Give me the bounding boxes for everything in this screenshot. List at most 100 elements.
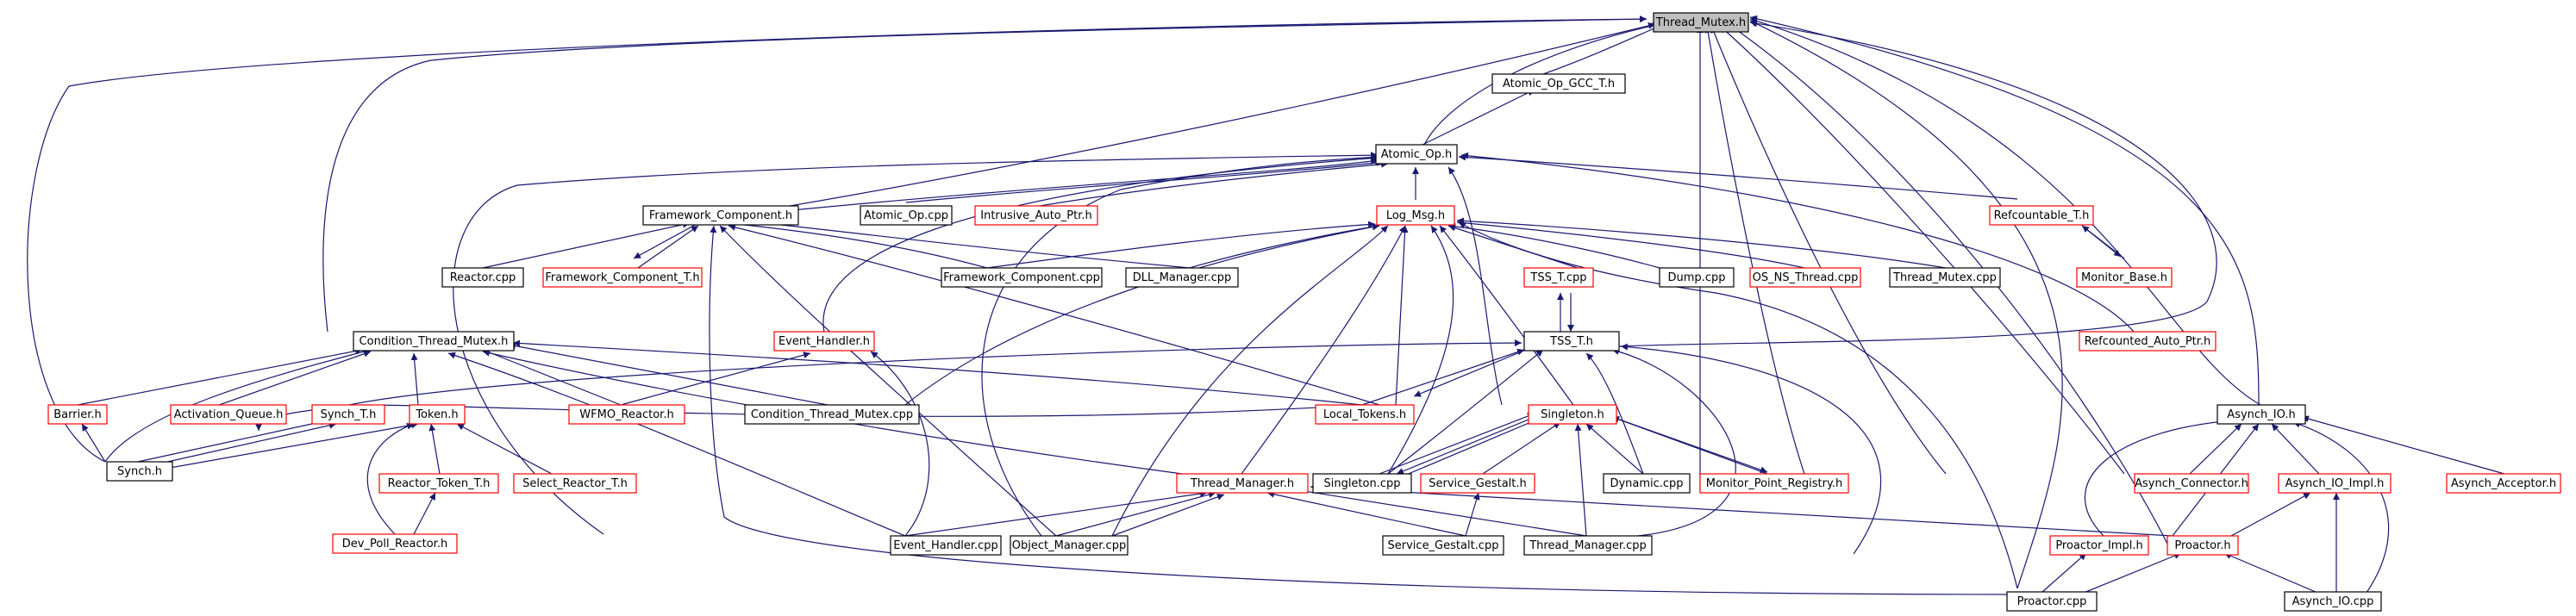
node-label: Reactor_Token_T.h	[388, 477, 491, 490]
node-dynamic-cpp[interactable]: Dynamic.cpp	[1603, 473, 1691, 494]
node-synch-t-h[interactable]: Synch_T.h	[311, 404, 385, 425]
node-framework-component-h[interactable]: Framework_Component.h	[642, 205, 799, 226]
node-label: Dynamic.cpp	[1610, 477, 1683, 490]
node-label: Event_Handler.cpp	[893, 539, 998, 552]
node-label: TSS_T.cpp	[1529, 271, 1586, 284]
node-label: Atomic_Op_GCC_T.h	[1503, 78, 1615, 90]
node-proactor-cpp[interactable]: Proactor.cpp	[2006, 591, 2098, 612]
node-label: Thread_Mutex.cpp	[1892, 271, 1997, 284]
node-label: Singleton.cpp	[1323, 477, 1400, 490]
node-asynch-connector-h[interactable]: Asynch_Connector.h	[2134, 473, 2249, 494]
node-log-msg-h[interactable]: Log_Msg.h	[1376, 205, 1455, 226]
node-label: Monitor_Point_Registry.h	[1706, 477, 1842, 490]
node-label: OS_NS_Thread.cpp	[1753, 271, 1859, 284]
node-thread-mutex-h[interactable]: Thread_Mutex.h	[1653, 12, 1749, 33]
node-asynch-io-h[interactable]: Asynch_IO.h	[2216, 404, 2306, 425]
node-select-reactor-t-h[interactable]: Select_Reactor_T.h	[513, 473, 637, 494]
node-label: Framework_Component.h	[649, 209, 792, 222]
node-label: Thread_Manager.h	[1190, 477, 1294, 490]
node-label: Atomic_Op.h	[1381, 148, 1453, 161]
node-label: Refcounted_Auto_Ptr.h	[2085, 335, 2211, 348]
node-label: Atomic_Op.cpp	[864, 209, 948, 222]
node-tss-t-h[interactable]: TSS_T.h	[1523, 331, 1620, 352]
node-label: Thread_Manager.cpp	[1529, 539, 1647, 552]
node-os-ns-thread-cpp[interactable]: OS_NS_Thread.cpp	[1749, 267, 1861, 288]
node-label: Token.h	[415, 408, 458, 421]
node-label: Framework_Component_T.h	[545, 271, 699, 284]
node-synch-h[interactable]: Synch.h	[106, 461, 173, 482]
node-label: Intrusive_Auto_Ptr.h	[980, 209, 1091, 222]
node-atomic-op-cpp[interactable]: Atomic_Op.cpp	[860, 205, 953, 226]
node-framework-component-t-h[interactable]: Framework_Component_T.h	[542, 267, 703, 288]
node-label: Singleton.h	[1541, 408, 1604, 421]
node-framework-component-cpp[interactable]: Framework_Component.cpp	[941, 267, 1103, 288]
node-label: Proactor_Impl.h	[2055, 539, 2142, 552]
node-label: Activation_Queue.h	[174, 408, 284, 421]
node-label: Local_Tokens.h	[1323, 408, 1406, 421]
node-monitor-point-registry-h[interactable]: Monitor_Point_Registry.h	[1699, 473, 1849, 494]
node-singleton-cpp[interactable]: Singleton.cpp	[1312, 473, 1412, 494]
node-singleton-h[interactable]: Singleton.h	[1528, 404, 1617, 425]
node-label: Reactor.cpp	[450, 271, 516, 284]
node-label: Service_Gestalt.cpp	[1388, 539, 1499, 552]
node-label: DLL_Manager.cpp	[1133, 271, 1232, 284]
node-label: Dump.cpp	[1668, 271, 1726, 284]
node-intrusive-auto-ptr-h[interactable]: Intrusive_Auto_Ptr.h	[974, 205, 1098, 226]
node-barrier-h[interactable]: Barrier.h	[47, 404, 108, 425]
node-label: Object_Manager.cpp	[1012, 539, 1126, 552]
dependency-nodes: Thread_Mutex.h Atomic_Op_GCC_T.h Atomic_…	[47, 12, 2561, 612]
node-dll-manager-cpp[interactable]: DLL_Manager.cpp	[1125, 267, 1239, 288]
node-refcounted-auto-ptr-h[interactable]: Refcounted_Auto_Ptr.h	[2079, 331, 2216, 352]
node-reactor-cpp[interactable]: Reactor.cpp	[441, 267, 524, 288]
node-label: Asynch_IO_Impl.h	[2285, 477, 2385, 490]
node-object-manager-cpp[interactable]: Object_Manager.cpp	[1010, 535, 1129, 556]
node-label: Asynch_Connector.h	[2135, 477, 2248, 490]
node-service-gestalt-cpp[interactable]: Service_Gestalt.cpp	[1382, 535, 1504, 556]
node-condition-thread-mutex-h[interactable]: Condition_Thread_Mutex.h	[353, 331, 515, 352]
node-token-h[interactable]: Token.h	[409, 404, 466, 425]
node-label: Proactor.cpp	[2017, 595, 2087, 608]
node-asynch-io-cpp[interactable]: Asynch_IO.cpp	[2284, 591, 2382, 612]
node-event-handler-h[interactable]: Event_Handler.h	[773, 331, 875, 352]
node-label: Condition_Thread_Mutex.cpp	[751, 408, 913, 421]
node-refcountable-t-h[interactable]: Refcountable_T.h	[1989, 205, 2094, 226]
node-atomic-op-h[interactable]: Atomic_Op.h	[1375, 144, 1458, 165]
node-tss-t-cpp[interactable]: TSS_T.cpp	[1523, 267, 1594, 288]
node-label: Dev_Poll_Reactor.h	[342, 538, 447, 551]
node-label: Thread_Mutex.h	[1655, 16, 1746, 29]
node-label: Asynch_Acceptor.h	[2451, 477, 2556, 490]
dependency-edges	[27, 15, 2505, 600]
node-service-gestalt-h[interactable]: Service_Gestalt.h	[1420, 473, 1535, 494]
node-wfmo-reactor-h[interactable]: WFMO_Reactor.h	[568, 404, 685, 425]
node-asynch-acceptor-h[interactable]: Asynch_Acceptor.h	[2446, 473, 2561, 494]
node-label: TSS_T.h	[1549, 335, 1593, 348]
node-monitor-base-h[interactable]: Monitor_Base.h	[2076, 267, 2173, 288]
node-label: Asynch_IO.h	[2227, 408, 2295, 421]
node-proactor-h[interactable]: Proactor.h	[2166, 535, 2239, 556]
node-reactor-token-t-h[interactable]: Reactor_Token_T.h	[378, 473, 499, 494]
node-label: Barrier.h	[53, 408, 101, 421]
node-label: Select_Reactor_T.h	[522, 477, 628, 490]
node-label: Condition_Thread_Mutex.h	[360, 335, 509, 348]
node-label: WFMO_Reactor.h	[579, 408, 673, 421]
node-thread-manager-h[interactable]: Thread_Manager.h	[1176, 473, 1309, 494]
node-local-tokens-h[interactable]: Local_Tokens.h	[1315, 404, 1415, 425]
node-atomic-op-gcc-t-h[interactable]: Atomic_Op_GCC_T.h	[1491, 73, 1626, 94]
node-condition-thread-mutex-cpp[interactable]: Condition_Thread_Mutex.cpp	[744, 404, 920, 425]
node-label: Synch_T.h	[321, 408, 377, 421]
node-label: Log_Msg.h	[1386, 209, 1445, 222]
node-label: Framework_Component.cpp	[943, 271, 1100, 284]
node-dump-cpp[interactable]: Dump.cpp	[1659, 267, 1735, 288]
node-label: Refcountable_T.h	[1994, 209, 2090, 222]
node-label: Asynch_IO.cpp	[2292, 595, 2374, 608]
node-activation-queue-h[interactable]: Activation_Queue.h	[170, 404, 287, 425]
node-thread-manager-cpp[interactable]: Thread_Manager.cpp	[1523, 535, 1653, 556]
node-event-handler-cpp[interactable]: Event_Handler.cpp	[890, 535, 1002, 556]
node-dev-poll-reactor-h[interactable]: Dev_Poll_Reactor.h	[332, 533, 458, 554]
node-label: Proactor.h	[2174, 539, 2230, 552]
node-thread-mutex-cpp[interactable]: Thread_Mutex.cpp	[1889, 267, 2001, 288]
node-asynch-io-impl-h[interactable]: Asynch_IO_Impl.h	[2278, 473, 2392, 494]
node-label: Monitor_Base.h	[2081, 271, 2167, 284]
node-proactor-impl-h[interactable]: Proactor_Impl.h	[2049, 535, 2149, 556]
